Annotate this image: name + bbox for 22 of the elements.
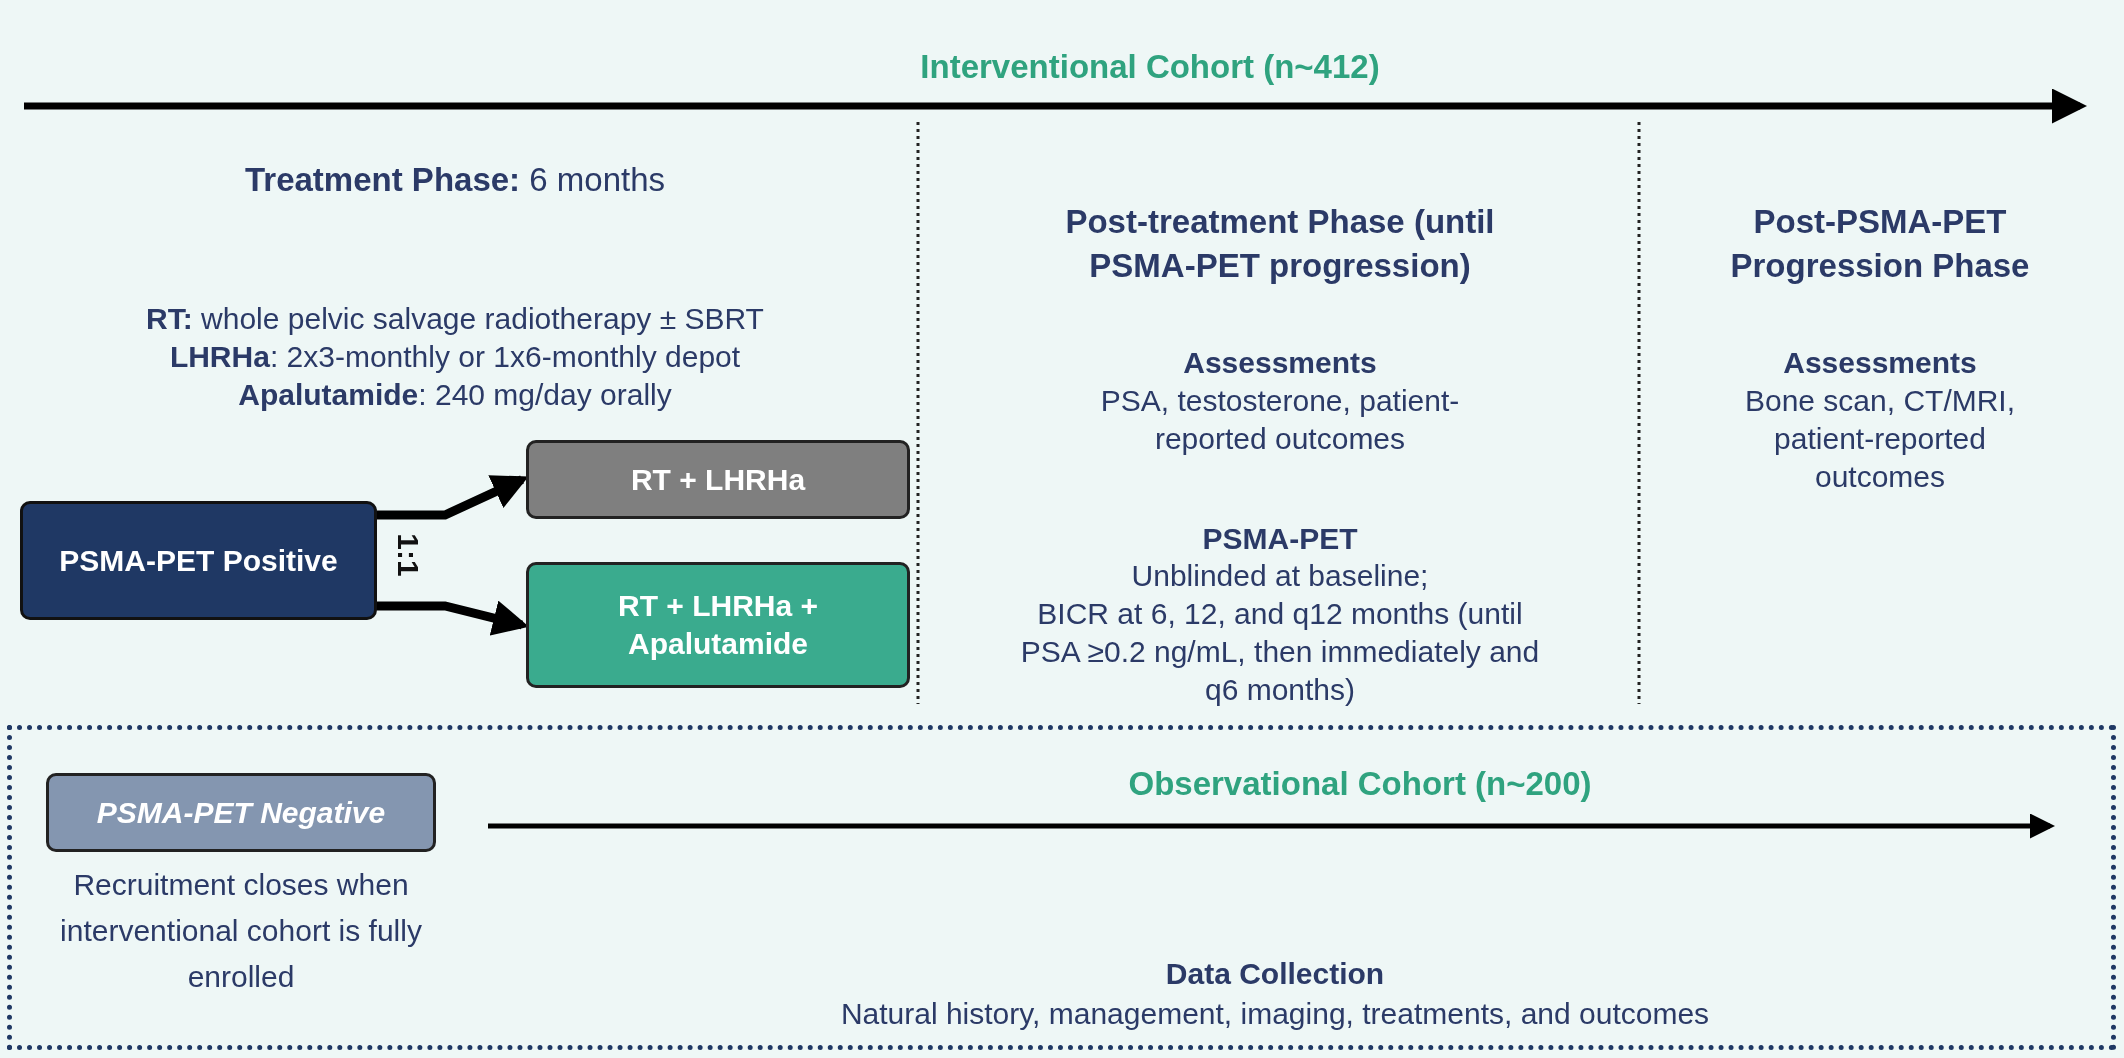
phase-heading: Post-PSMA-PET Progression Phase [1729, 202, 2031, 286]
body-text: Natural history, management, imaging, treatments, and outcomes [839, 996, 1711, 1032]
body-text: Apalutamide: 240 mg/day orally [237, 377, 673, 413]
section-heading: Assessments [1782, 345, 1978, 381]
cohort-frame [7, 725, 2116, 1050]
ratio-label: 1:1 [391, 532, 426, 579]
phase-heading: Post-treatment Phase (until PSMA-PET progression) [1064, 202, 1496, 286]
process-box: PSMA-PET Positive [20, 501, 377, 620]
section-heading: Data Collection [1164, 956, 1386, 992]
process-box: RT + LHRHa + Apalutamide [526, 562, 910, 688]
body-text: PSA, testosterone, patient-reported outcomes [1099, 383, 1461, 457]
process-box: RT + LHRHa [526, 440, 910, 519]
section-heading: Assessments [1182, 345, 1378, 381]
body-text: RT: whole pelvic salvage radiotherapy ± SBRT [145, 301, 765, 337]
process-box: PSMA-PET Negative [46, 773, 436, 852]
body-text: Bone scan, CT/MRI, patient-reported outcomes [1743, 383, 2017, 495]
body-text: BICR at 6, 12, and q12 months (until PSA ≥0.2 ng/mL, then immediately and q6 months) [1020, 596, 1540, 708]
body-text: Unblinded at baseline; [1130, 558, 1430, 594]
section-heading: PSMA-PET [1201, 521, 1359, 557]
note-text: Recruitment closes when interventional cohort is fully enrolled [59, 867, 423, 995]
body-text: LHRHa: 2x3-monthly or 1x6-monthly depot [168, 339, 742, 375]
phase-heading: Treatment Phase: 6 months [244, 160, 666, 200]
